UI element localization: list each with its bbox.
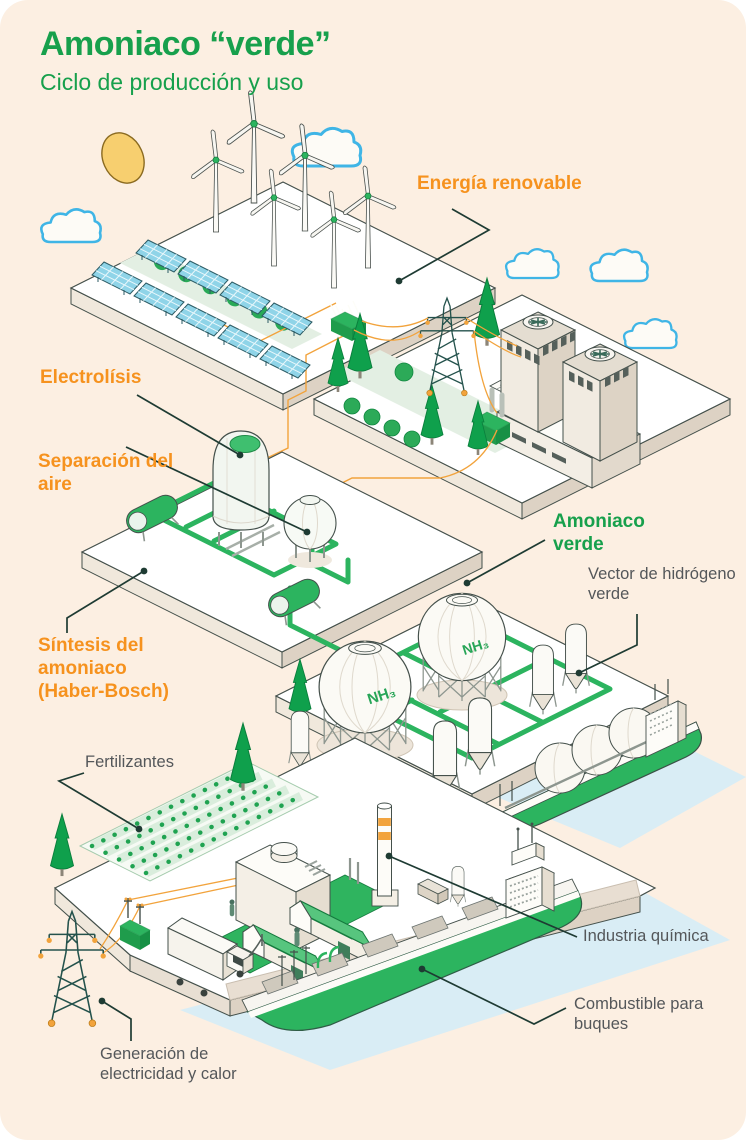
platform-synthesis: [80, 430, 484, 718]
crop-field: [78, 761, 320, 882]
cargo-hatch: [261, 896, 499, 995]
dock-units: [417, 866, 467, 907]
bow-masts: [278, 946, 310, 986]
page-title: Amoniaco “verde”: [40, 25, 331, 63]
label-generacion-electricidad: Generación de electricidad y calor: [100, 1045, 237, 1084]
label-electrolisis: Electrolísis: [40, 367, 142, 388]
label-energia-renovable: Energía renovable: [417, 173, 582, 194]
sun-icon: [101, 132, 145, 184]
label-industria-quimica: Industria química: [583, 927, 709, 945]
cargo-ship: [241, 822, 583, 1032]
transformer-icon: [119, 897, 151, 950]
truck-icon: [167, 917, 263, 997]
power-cable: [264, 373, 498, 485]
power-cable: [353, 317, 522, 414]
ship-superstructure: [504, 822, 556, 919]
bush-icon: [343, 362, 421, 448]
label-amoniaco-verde: Amoniaco verde: [553, 511, 645, 556]
label-vector-hidrogeno: Vector de hidrógeno verde: [588, 565, 736, 604]
header: Amoniaco “verde” Ciclo de producción y u…: [40, 25, 331, 96]
rooftop-fan-icon: [584, 346, 616, 362]
label-combustible-buques: Combustible para buques: [574, 995, 704, 1034]
label-sintesis-amoniaco: Síntesis del amoniaco (Haber-Bosch): [38, 635, 169, 703]
ship-superstructure: [644, 679, 688, 758]
nh3-tank-label: NH₃: [460, 635, 490, 658]
gas-tank-icon: [126, 494, 321, 626]
power-cable: [99, 873, 263, 954]
air-separation-unit-icon: [283, 495, 337, 568]
tree-icon: [229, 722, 257, 792]
label-separacion-aire: Separación del aire: [38, 451, 174, 496]
electrolyser-icon: [212, 430, 270, 548]
platform-substation: [312, 277, 732, 520]
tree-icon: [49, 813, 75, 877]
gas-carrier-ship: [488, 679, 703, 833]
building-icon: [489, 311, 642, 489]
label-fertilizantes: Fertilizantes: [85, 753, 174, 771]
page-subtitle: Ciclo de producción y uso: [40, 69, 304, 96]
worker-figure: [229, 899, 300, 947]
rooftop-fan-icon: [522, 314, 554, 330]
vent-pipe: [316, 945, 340, 969]
platform-renewables: [69, 90, 497, 411]
leader-lines: [56, 208, 638, 1041]
striped-chimney-icon: [377, 802, 392, 897]
